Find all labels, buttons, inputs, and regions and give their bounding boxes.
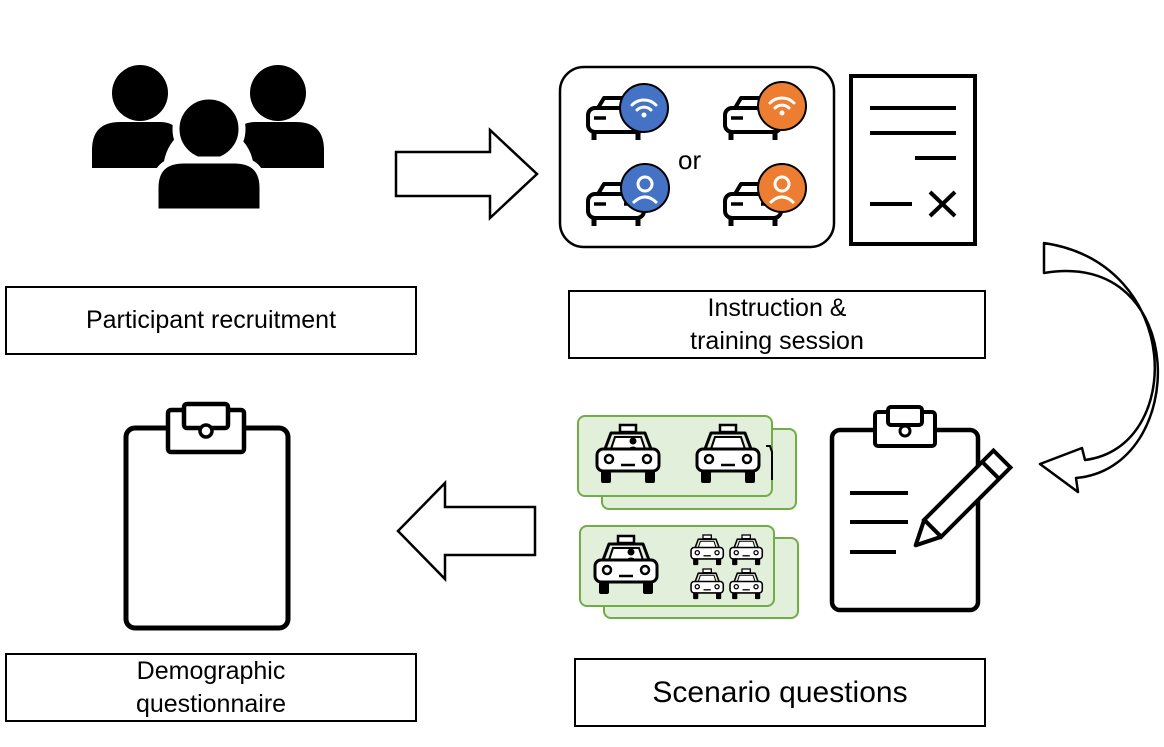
scenario-questions-label: Scenario questions [574, 658, 986, 727]
demographic-questionnaire-label: Demographic questionnaire [5, 653, 417, 722]
instruction-text-line1: Instruction & [707, 294, 847, 322]
flow-arrow-left [396, 479, 537, 583]
participant-recruitment-text: Participant recruitment [85, 306, 337, 335]
clipboard-icon [123, 401, 291, 631]
wifi-icon [757, 81, 807, 131]
instruction-training-label: Instruction & training session [568, 290, 986, 359]
people-group-icon [92, 65, 324, 216]
instruction-text-line2: training session [690, 326, 864, 355]
demographic-text-line2: questionnaire [135, 689, 287, 718]
person-icon [757, 163, 807, 213]
wifi-icon [619, 83, 669, 133]
flow-arrow-right [394, 127, 539, 221]
flow-arrow-curved [1038, 241, 1160, 494]
scenario-questions-text: Scenario questions [652, 676, 908, 709]
or-separator: or [678, 145, 702, 175]
clipboard-pencil-icon [829, 405, 1014, 613]
signature-document-icon [849, 74, 977, 246]
person-icon [620, 163, 670, 213]
demographic-text-line1: Demographic [136, 657, 286, 685]
participant-recruitment-label: Participant recruitment [5, 286, 417, 355]
